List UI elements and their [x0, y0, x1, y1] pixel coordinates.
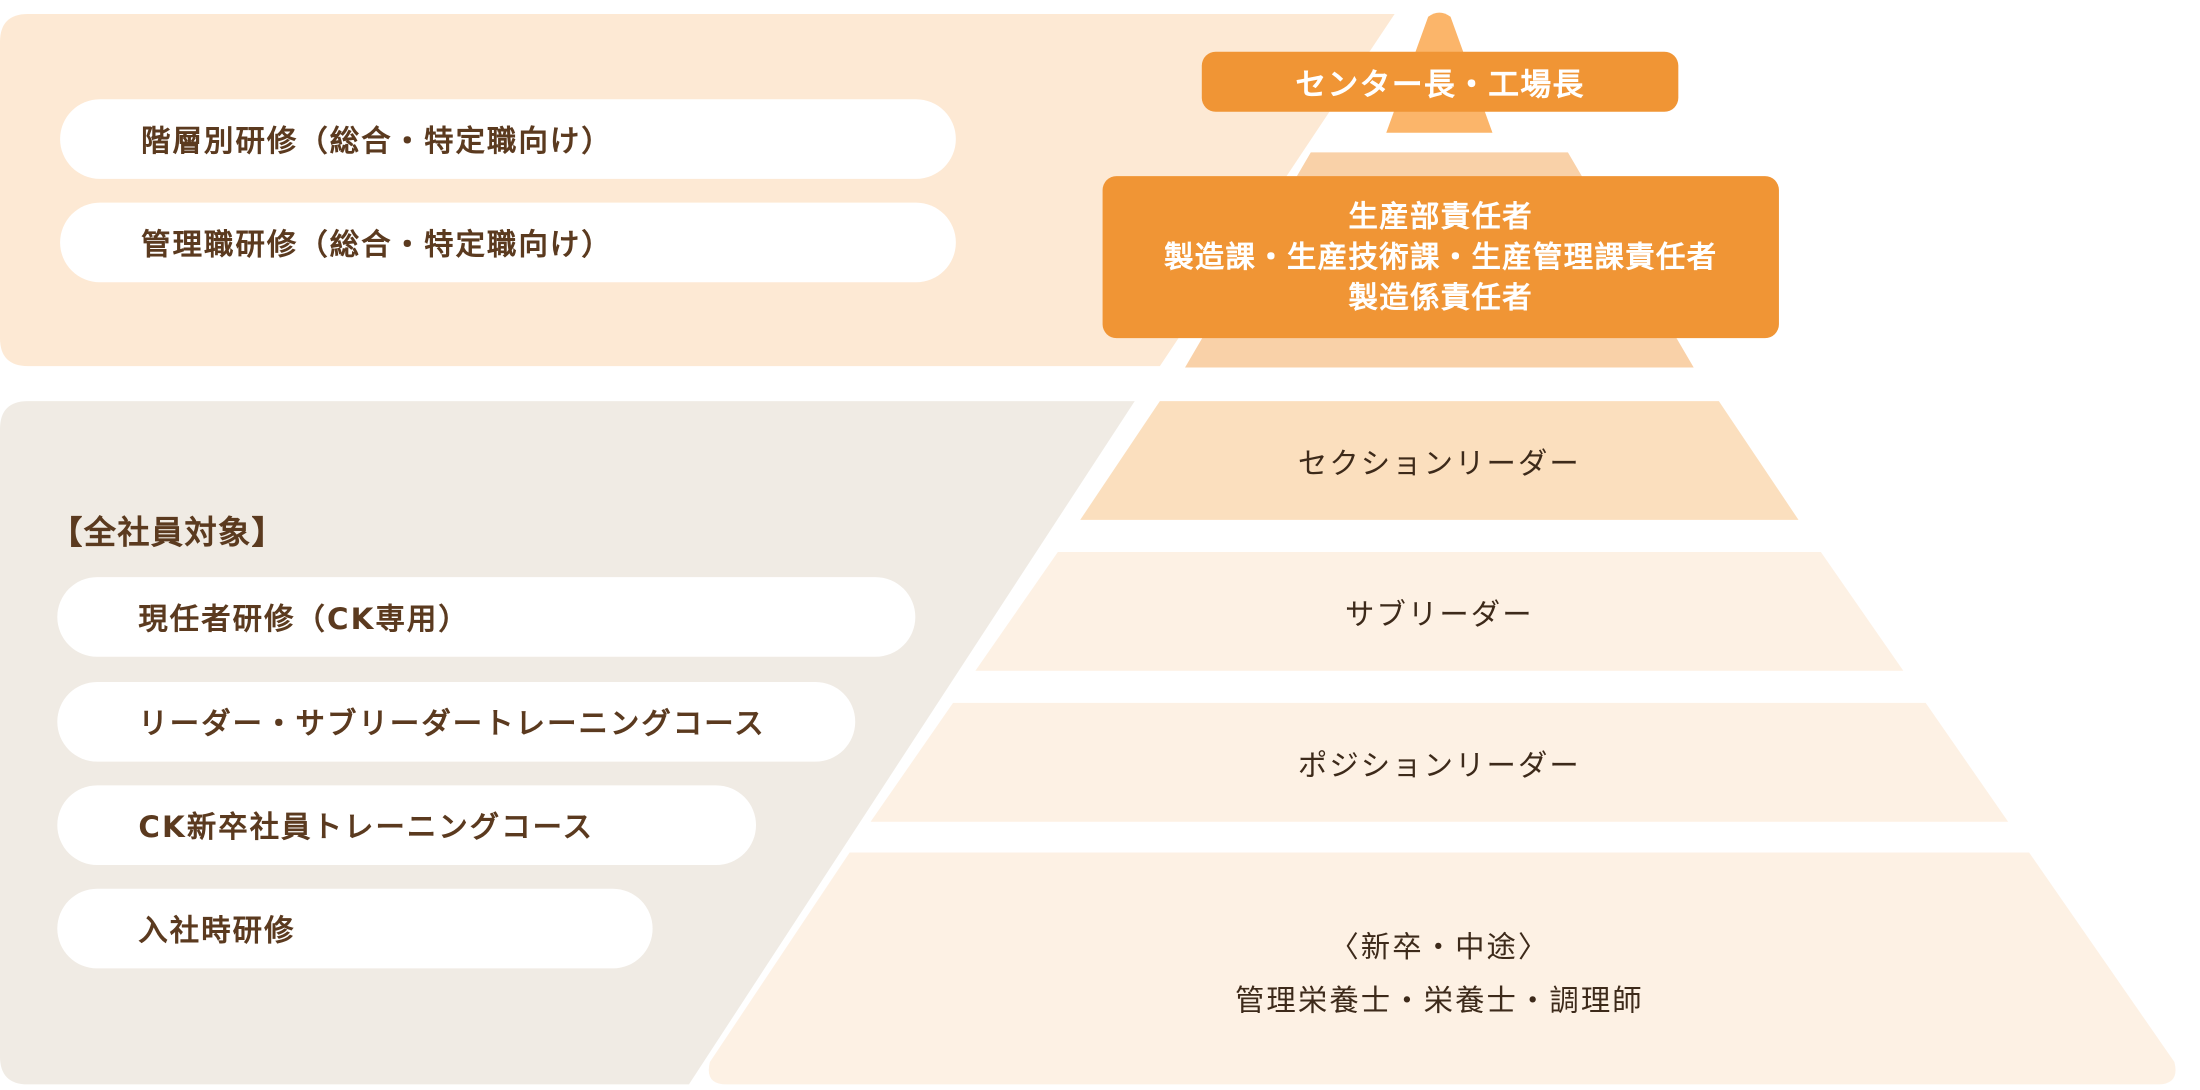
training-item-label: 入社時研修 — [138, 913, 296, 947]
top-role-box: センター長・工場長 — [1201, 51, 1679, 112]
tier-label-staff-roles: 管理栄養士・栄養士・調理師 — [1234, 983, 1644, 1018]
training-item-label: リーダー・サブリーダートレーニングコース — [138, 706, 766, 740]
pyramid-tier-position-leader — [870, 702, 2009, 822]
tier-label-section-leader: セクションリーダー — [1297, 447, 1581, 481]
pyramid-tier-staff — [708, 852, 2176, 1085]
senior-role-line: 製造係責任者 — [1348, 280, 1533, 314]
pyramid-tier-section-leader — [1080, 401, 1799, 520]
training-item-label: 現任者研修（CK専用） — [138, 601, 470, 636]
senior-role-line: 生産部責任者 — [1348, 199, 1533, 233]
tier-label-sub-leader: サブリーダー — [1345, 598, 1534, 632]
tier-label-position-leader: ポジションリーダー — [1297, 749, 1581, 783]
training-item-leader-course[interactable]: リーダー・サブリーダートレーニングコース — [57, 681, 856, 762]
training-item-hierarchical[interactable]: 階層別研修（総合・特定職向け） — [60, 99, 956, 179]
all-employees-heading: 【全社員対象】 — [50, 515, 286, 552]
top-role-label: センター長・工場長 — [1295, 67, 1585, 103]
training-item-new-graduate-course[interactable]: CK新卒社員トレーニングコース — [57, 785, 757, 866]
pyramid-tier-sub-leader — [975, 551, 1904, 671]
senior-role-box: 生産部責任者 製造課・生産技術課・生産管理課責任者 製造係責任者 — [1102, 176, 1779, 339]
training-item-incumbent[interactable]: 現任者研修（CK専用） — [57, 577, 916, 657]
training-item-onboarding[interactable]: 入社時研修 — [57, 888, 653, 969]
training-item-label: 管理職研修（総合・特定職向け） — [141, 227, 613, 261]
training-item-manager[interactable]: 管理職研修（総合・特定職向け） — [60, 202, 956, 283]
tier-label-staff-category: 〈新卒・中途〉 — [1329, 930, 1550, 965]
training-item-label: CK新卒社員トレーニングコース — [138, 809, 595, 844]
senior-role-line: 製造課・生産技術課・生産管理課責任者 — [1164, 239, 1718, 274]
training-item-label: 階層別研修（総合・特定職向け） — [141, 123, 613, 158]
